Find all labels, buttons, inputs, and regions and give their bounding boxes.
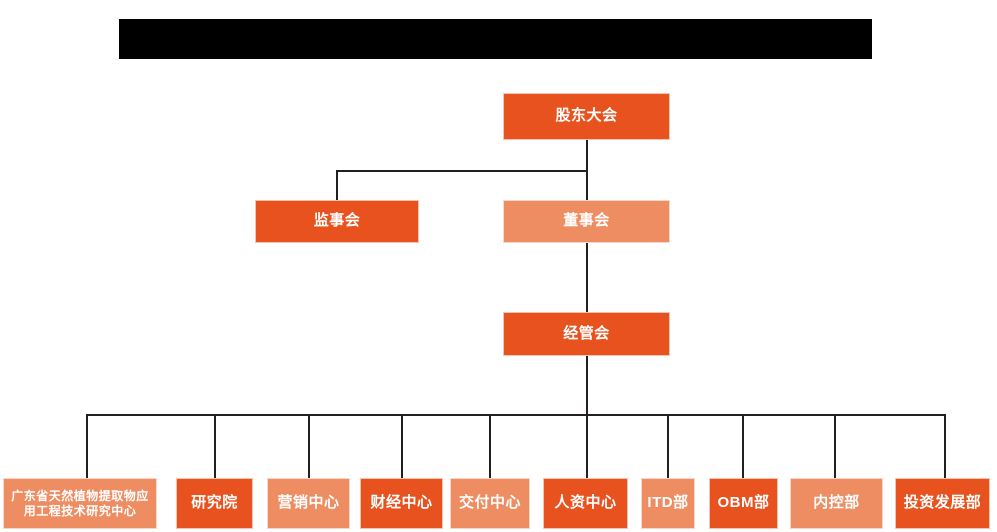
node-board-of-directors-label: 董事会	[563, 212, 610, 230]
node-itd-department-label: ITD部	[647, 494, 689, 512]
node-investment-development-department-label: 投资发展部	[903, 494, 982, 512]
node-supervisory-board[interactable]: 监事会	[255, 200, 419, 243]
connector-board-drop	[586, 170, 588, 201]
connector-drop-research-institute	[214, 414, 216, 478]
node-shareholders[interactable]: 股东大会	[503, 93, 670, 140]
connector-level1-bus	[336, 170, 588, 172]
connector-drop-investment-development-department	[944, 414, 946, 478]
connector-board-to-management	[586, 242, 588, 312]
connector-drop-marketing-center	[308, 414, 310, 478]
node-internal-control-department-label: 内控部	[813, 494, 860, 512]
connector-drop-finance-center	[401, 414, 403, 478]
connector-drop-research-center-gd	[86, 414, 88, 478]
node-finance-center[interactable]: 财经中心	[360, 478, 443, 529]
node-investment-development-department[interactable]: 投资发展部	[895, 478, 990, 529]
connector-management-down	[586, 355, 588, 416]
node-marketing-center-label: 营销中心	[277, 494, 340, 512]
node-delivery-center[interactable]: 交付中心	[450, 478, 530, 529]
node-research-center-gd[interactable]: 广东省天然植物提取物应 用工程技术研究中心	[3, 478, 157, 529]
connector-drop-delivery-center	[489, 414, 491, 478]
node-management-committee-label: 经管会	[563, 324, 610, 342]
node-management-committee[interactable]: 经管会	[503, 312, 670, 356]
node-hr-center[interactable]: 人资中心	[543, 478, 628, 529]
node-delivery-center-label: 交付中心	[458, 494, 521, 512]
redacted-title-banner	[119, 19, 872, 59]
node-research-center-gd-line2: 用工程技术研究中心	[23, 503, 137, 518]
node-research-center-gd-label: 广东省天然植物提取物应 用工程技术研究中心	[7, 489, 153, 519]
connector-departments-bus	[86, 414, 945, 416]
node-obm-department[interactable]: OBM部	[709, 478, 778, 529]
connector-shareholders-down	[586, 140, 588, 171]
connector-drop-internal-control-department	[834, 414, 836, 478]
node-supervisory-board-label: 监事会	[313, 212, 361, 230]
node-research-institute[interactable]: 研究院	[176, 478, 253, 529]
node-marketing-center[interactable]: 营销中心	[267, 478, 350, 529]
node-board-of-directors[interactable]: 董事会	[503, 200, 670, 243]
node-obm-department-label: OBM部	[717, 494, 770, 512]
node-finance-center-label: 财经中心	[370, 494, 433, 512]
node-internal-control-department[interactable]: 内控部	[790, 478, 883, 529]
node-shareholders-label: 股东大会	[555, 107, 618, 125]
node-itd-department[interactable]: ITD部	[641, 478, 695, 529]
node-research-center-gd-line1: 广东省天然植物提取物应	[11, 488, 149, 503]
connector-drop-obm-department	[742, 414, 744, 478]
connector-drop-itd-department	[667, 414, 669, 478]
node-research-institute-label: 研究院	[191, 494, 238, 512]
node-hr-center-label: 人资中心	[554, 494, 617, 512]
connector-supervisory-drop	[336, 170, 338, 201]
connector-drop-hr-center	[586, 414, 588, 478]
